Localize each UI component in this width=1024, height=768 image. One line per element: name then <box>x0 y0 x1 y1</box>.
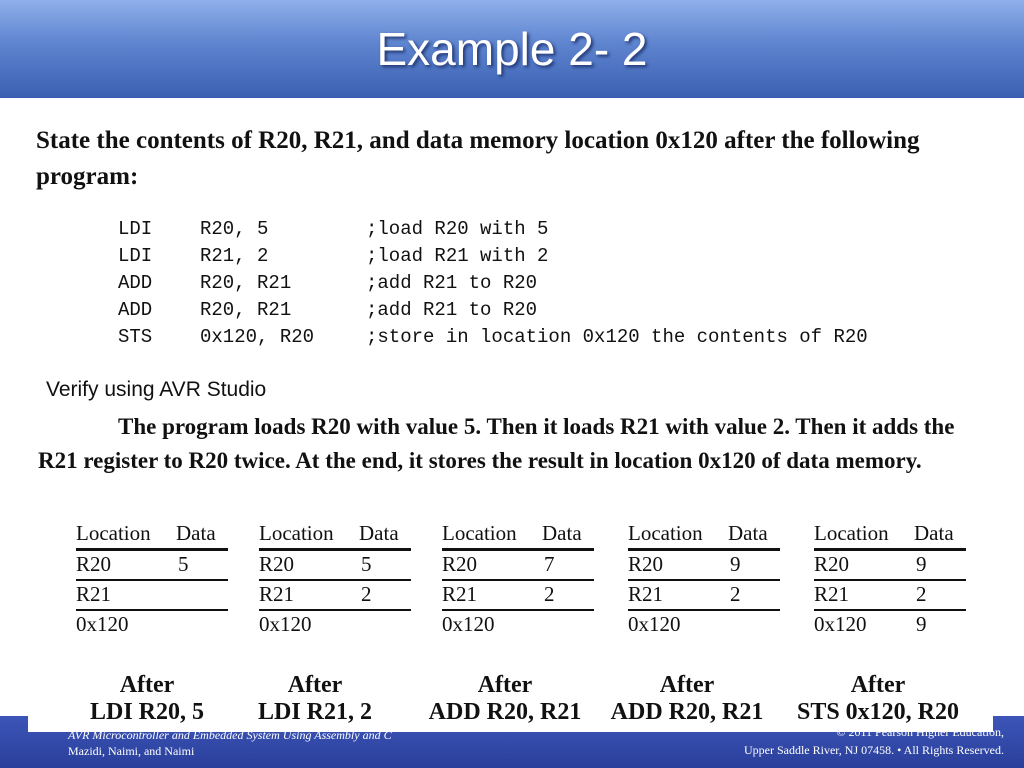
data-cell: 2 <box>730 582 741 606</box>
table-header: Location Data <box>259 521 411 551</box>
caption-instruction: STS 0x120, R20 <box>796 699 960 725</box>
caption-instruction: ADD R20, R21 <box>610 699 764 725</box>
table-row: 0x120 <box>442 611 594 639</box>
code-comment: ;load R21 with 2 <box>366 245 549 267</box>
table-caption: After ADD R20, R21 <box>592 672 782 726</box>
data-cell: 2 <box>361 582 372 606</box>
data-cell: 9 <box>730 552 741 576</box>
data-cell: 5 <box>361 552 372 576</box>
code-operands: R20, R21 <box>200 272 292 294</box>
location-header: Location <box>628 521 703 545</box>
data-cell: 2 <box>544 582 555 606</box>
footer-authors: Mazidi, Naimi, and Naimi <box>68 744 195 758</box>
data-cell: 9 <box>916 552 927 576</box>
table-row: 0x120 9 <box>814 611 966 639</box>
table-row: R20 5 <box>76 551 228 581</box>
caption-after: After <box>659 672 715 698</box>
code-opcode: ADD <box>118 272 153 294</box>
location-cell: 0x120 <box>814 612 867 636</box>
location-cell: R21 <box>814 582 850 606</box>
data-header: Data <box>359 521 399 545</box>
code-comment: ;add R21 to R20 <box>366 272 538 294</box>
table-row: R21 2 <box>814 581 966 611</box>
data-header: Data <box>728 521 768 545</box>
code-opcode: ADD <box>118 299 153 321</box>
location-cell: R21 <box>259 582 295 606</box>
data-header: Data <box>914 521 954 545</box>
data-header: Data <box>176 521 216 545</box>
memory-table: Location Data R20 5 R21 0x120 <box>76 521 228 639</box>
table-row: 0x120 <box>628 611 780 639</box>
table-header: Location Data <box>628 521 780 551</box>
caption-after: After <box>477 672 533 698</box>
slide-title: Example 2- 2 <box>376 23 648 75</box>
location-cell: R20 <box>76 552 112 576</box>
table-row: R21 2 <box>259 581 411 611</box>
location-cell: 0x120 <box>76 612 129 636</box>
table-row: 0x120 <box>76 611 228 639</box>
location-cell: 0x120 <box>259 612 312 636</box>
caption-after: After <box>850 672 906 698</box>
caption-after: After <box>119 672 175 698</box>
table-row: R20 7 <box>442 551 594 581</box>
footer-address: Upper Saddle River, NJ 07458. • All Righ… <box>743 743 1004 757</box>
table-caption: After LDI R21, 2 <box>220 672 410 726</box>
table-caption: After STS 0x120, R20 <box>783 672 973 726</box>
code-comment: ;store in location 0x120 the contents of… <box>366 326 868 348</box>
location-cell: R21 <box>628 582 664 606</box>
code-opcode: STS <box>118 326 153 348</box>
code-comment: ;add R21 to R20 <box>366 299 538 321</box>
table-caption: After ADD R20, R21 <box>410 672 600 726</box>
content-panel <box>28 100 993 732</box>
title-bar <box>0 0 1024 98</box>
code-operands: 0x120, R20 <box>200 326 315 348</box>
location-cell: R20 <box>814 552 850 576</box>
location-cell: R20 <box>442 552 478 576</box>
data-cell: 7 <box>544 552 555 576</box>
code-comment: ;load R20 with 5 <box>366 218 549 240</box>
table-header: Location Data <box>442 521 594 551</box>
caption-instruction: ADD R20, R21 <box>428 699 582 725</box>
location-cell: R21 <box>442 582 478 606</box>
code-operands: R20, 5 <box>200 218 269 240</box>
verify-note: Verify using AVR Studio <box>46 378 267 401</box>
location-cell: R21 <box>76 582 112 606</box>
table-row: R20 9 <box>628 551 780 581</box>
table-row: 0x120 <box>259 611 411 639</box>
memory-table: Location Data R20 7 R21 2 0x120 <box>442 521 594 639</box>
caption-instruction: LDI R20, 5 <box>89 699 204 725</box>
code-operands: R20, R21 <box>200 299 292 321</box>
data-header: Data <box>542 521 582 545</box>
memory-table: Location Data R20 9 R21 2 0x120 <box>628 521 780 639</box>
caption-after: After <box>287 672 343 698</box>
location-header: Location <box>814 521 889 545</box>
code-opcode: LDI <box>118 218 153 240</box>
table-header: Location Data <box>814 521 966 551</box>
code-operands: R21, 2 <box>200 245 269 267</box>
location-header: Location <box>76 521 151 545</box>
location-cell: 0x120 <box>628 612 681 636</box>
table-header: Location Data <box>76 521 228 551</box>
location-cell: R20 <box>259 552 295 576</box>
table-row: R21 2 <box>628 581 780 611</box>
table-row: R21 <box>76 581 228 611</box>
table-caption: After LDI R20, 5 <box>52 672 242 726</box>
memory-table: Location Data R20 9 R21 2 0x120 9 <box>814 521 966 639</box>
question-text: State the contents of R20, R21, and data… <box>36 127 920 190</box>
data-cell: 2 <box>916 582 927 606</box>
explanation-text: The program loads R20 with value 5. Then… <box>38 414 955 473</box>
location-header: Location <box>259 521 334 545</box>
location-cell: R20 <box>628 552 664 576</box>
location-cell: 0x120 <box>442 612 495 636</box>
table-row: R20 9 <box>814 551 966 581</box>
caption-instruction: LDI R21, 2 <box>257 699 372 725</box>
code-opcode: LDI <box>118 245 153 267</box>
data-cell: 9 <box>916 612 927 636</box>
location-header: Location <box>442 521 517 545</box>
data-cell: 5 <box>178 552 189 576</box>
table-row: R21 2 <box>442 581 594 611</box>
table-row: R20 5 <box>259 551 411 581</box>
memory-table: Location Data R20 5 R21 2 0x120 <box>259 521 411 639</box>
